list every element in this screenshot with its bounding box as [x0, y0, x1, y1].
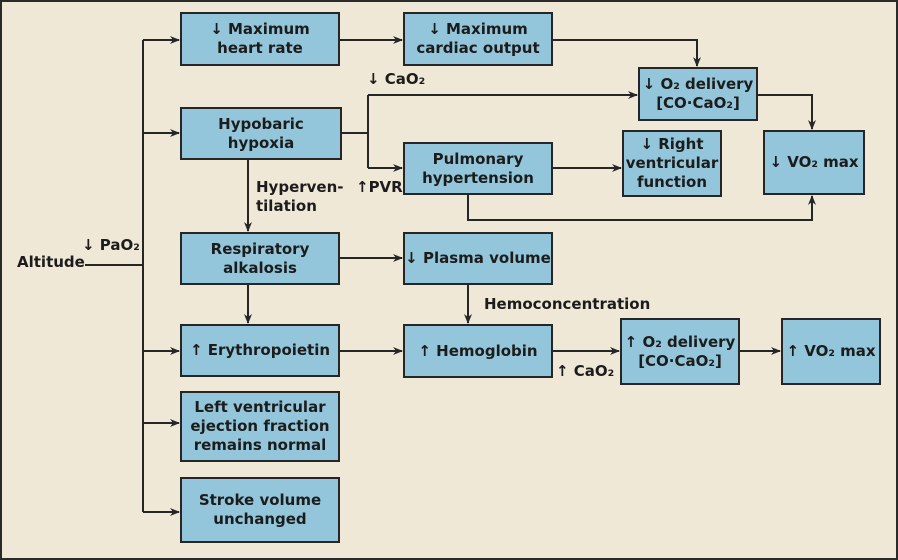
arrow-pulmonary-to-vo2: [467, 195, 816, 221]
box-stroke-volume: Stroke volume unchanged: [180, 477, 340, 543]
box-hypobaric-hypoxia: Hypobaric hypoxia: [180, 107, 342, 160]
box-vo2-max-up: ↑ VO₂ max: [781, 318, 881, 385]
box-o2-delivery-down: ↓ O₂ delivery [CO·CaO₂]: [638, 67, 758, 121]
label-pvr: ↑PVR: [356, 178, 403, 196]
label-hemoconcentration: Hemoconcentration: [484, 295, 651, 313]
box-respiratory-alkalosis: Respiratory alkalosis: [180, 232, 340, 285]
box-max-cardiac-output: ↓ Maximum cardiac output: [403, 12, 553, 66]
label-altitude: Altitude: [17, 253, 85, 271]
arrow-o2-to-vo2: [758, 94, 816, 130]
label-pao2: ↓ PaO₂: [82, 236, 140, 254]
box-o2-delivery-up: ↑ O₂ delivery [CO·CaO₂]: [620, 318, 740, 385]
box-erythropoietin: ↑ Erythropoietin: [180, 324, 340, 377]
box-vo2-max-down: ↓ VO₂ max: [763, 130, 865, 195]
box-hemoglobin: ↑ Hemoglobin: [403, 324, 553, 378]
box-lvef: Left ventricular ejection fraction remai…: [180, 391, 340, 462]
label-cao2-up: ↑ CaO₂: [556, 362, 615, 380]
arrow-co-to-o2: [553, 39, 701, 67]
box-right-ventricular-function: ↓ Right ventricular function: [622, 130, 722, 197]
box-pulmonary-hypertension: Pulmonary hypertension: [403, 142, 553, 195]
box-max-heart-rate: ↓ Maximum heart rate: [180, 12, 340, 66]
box-plasma-volume: ↓ Plasma volume: [403, 232, 553, 285]
label-cao2-down: ↓ CaO₂: [367, 70, 426, 88]
label-hyperventilation: Hyperven- tilation: [256, 178, 344, 215]
